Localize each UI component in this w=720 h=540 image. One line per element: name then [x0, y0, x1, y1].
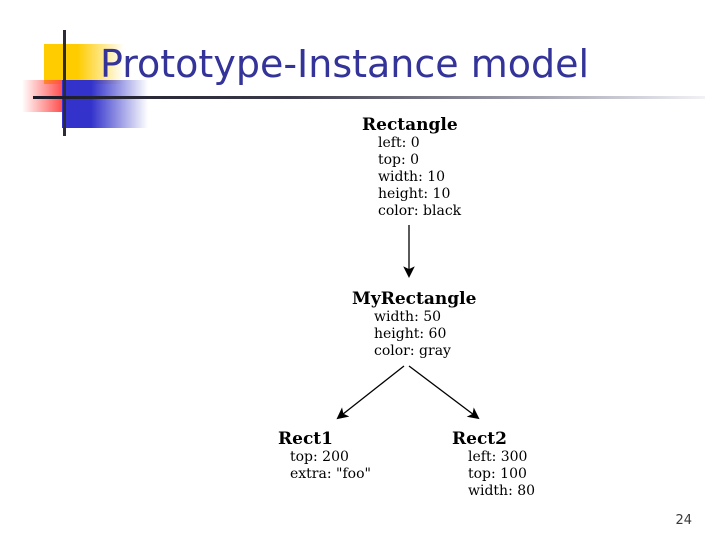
page-number: 24: [675, 513, 692, 528]
node-property: height: 10: [378, 186, 451, 202]
node-property: height: 60: [374, 326, 447, 342]
node-property: width: 80: [468, 483, 536, 499]
diagram-node-rect1: Rect1 top: 200 extra: "foo": [278, 430, 371, 483]
node-title: Rect2: [452, 429, 507, 449]
node-property: top: 200: [290, 449, 349, 465]
node-title: Rect1: [278, 429, 333, 449]
diagram-node-rectangle: Rectangle left: 0 top: 0 width: 10 heigh…: [362, 116, 461, 220]
node-property: color: black: [378, 203, 462, 219]
edge-myrectangle-to-rect2: [408, 365, 480, 420]
prototype-instance-diagram: Rectangle left: 0 top: 0 width: 10 heigh…: [0, 108, 720, 508]
diagram-edges: [336, 225, 480, 420]
header-horizontal-rule: [33, 96, 705, 99]
node-properties: top: 200 extra: "foo": [278, 449, 371, 483]
node-property: width: 10: [378, 169, 446, 185]
node-properties: width: 50 height: 60 color: gray: [352, 309, 476, 360]
node-property: left: 0: [378, 135, 420, 151]
edge-myrectangle-to-rect1: [336, 365, 405, 420]
node-title: Rectangle: [362, 115, 458, 135]
node-property: width: 50: [374, 309, 442, 325]
node-property: color: gray: [374, 343, 451, 359]
page-title: Prototype-Instance model: [100, 42, 590, 86]
node-property: extra: "foo": [290, 466, 371, 482]
diagram-node-myrectangle: MyRectangle width: 50 height: 60 color: …: [352, 290, 476, 360]
diagram-node-rect2: Rect2 left: 300 top: 100 width: 80: [452, 430, 535, 500]
node-property: top: 0: [378, 152, 420, 168]
node-properties: left: 300 top: 100 width: 80: [452, 449, 535, 500]
node-property: left: 300: [468, 449, 528, 465]
node-property: top: 100: [468, 466, 527, 482]
node-title: MyRectangle: [352, 289, 477, 309]
node-properties: left: 0 top: 0 width: 10 height: 10 colo…: [362, 135, 461, 220]
